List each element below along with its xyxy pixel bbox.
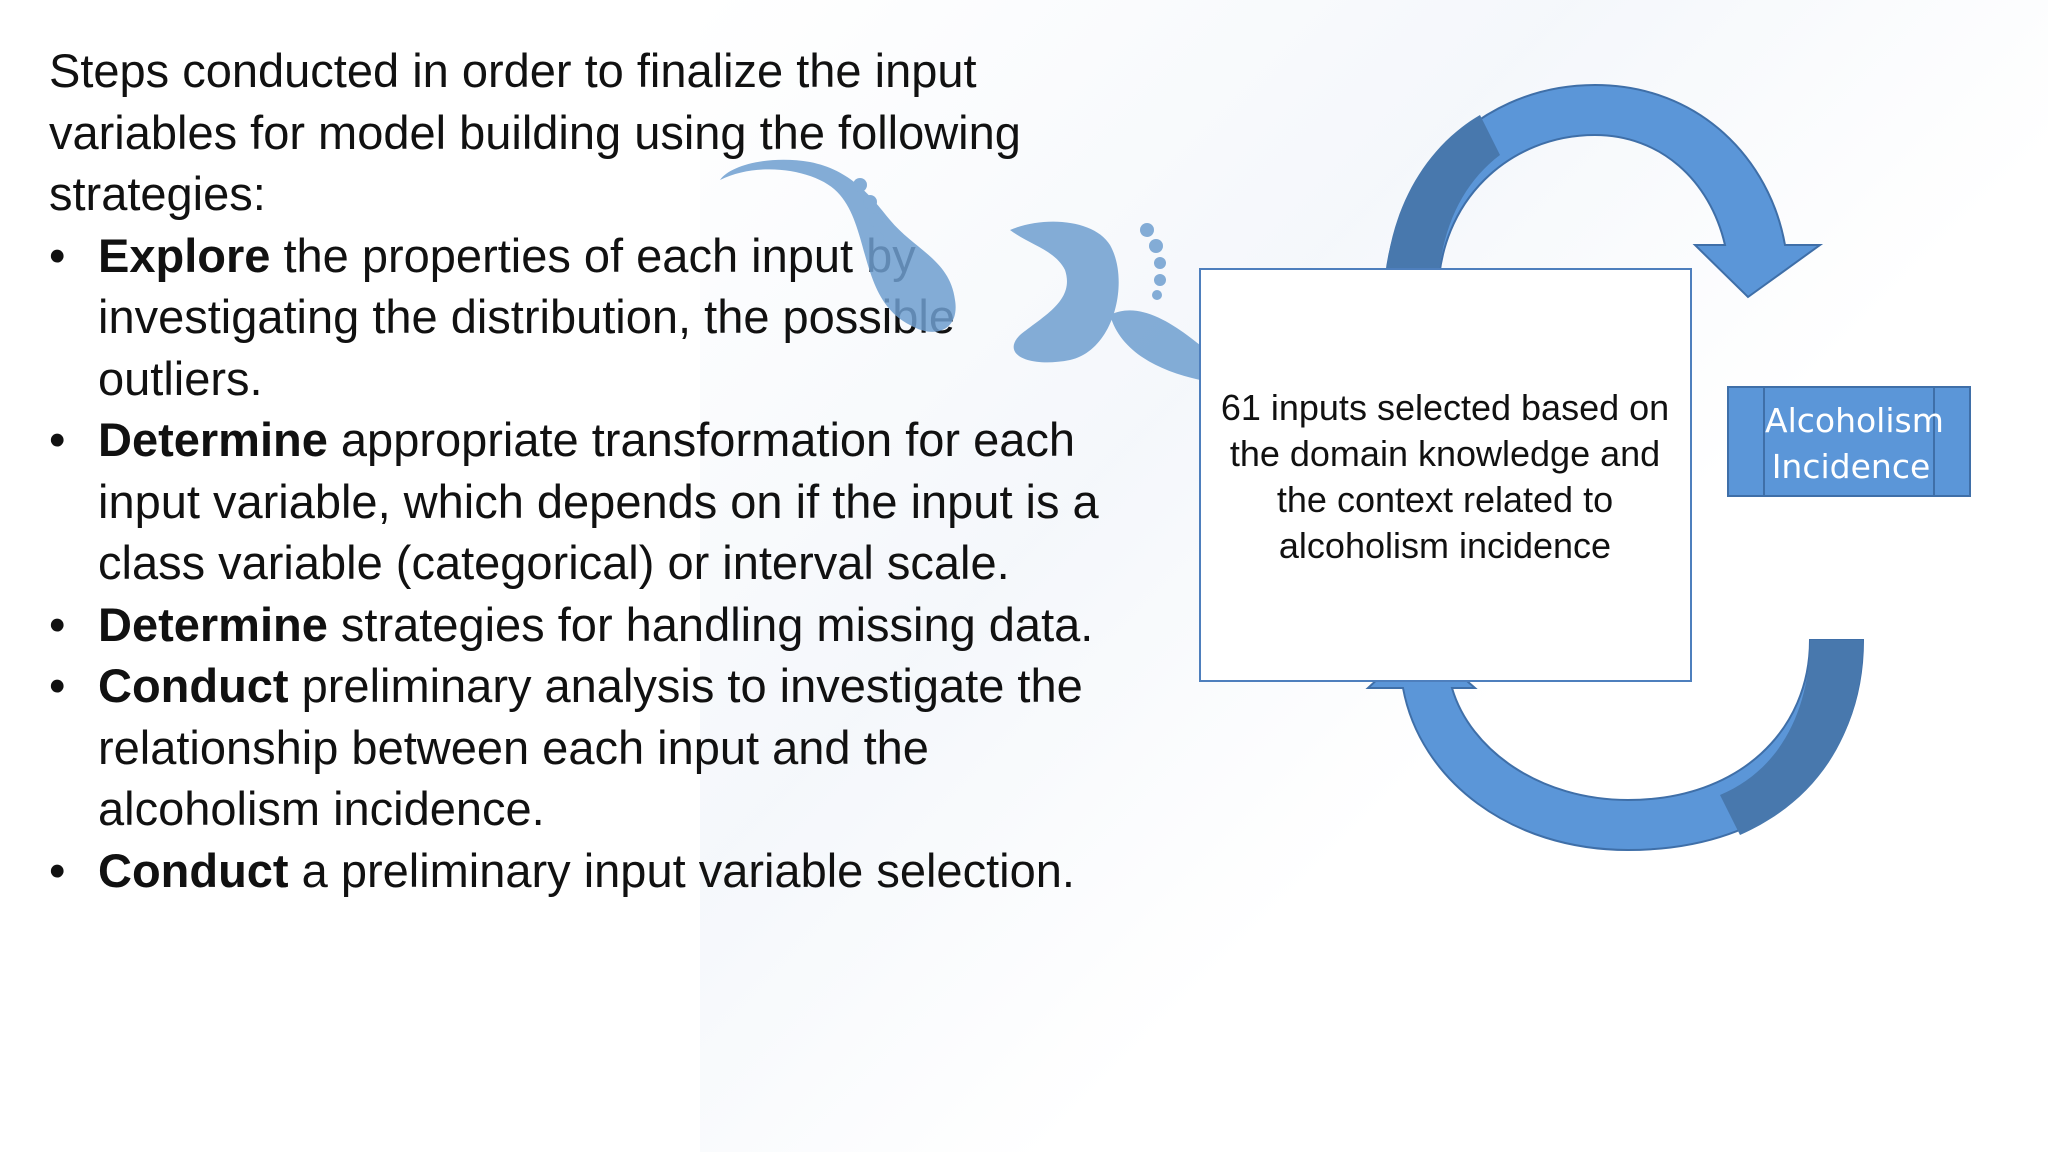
target-box-left-bar bbox=[1763, 388, 1765, 495]
bullet-glyph: • bbox=[49, 413, 66, 466]
bullet-text: appropriate transformation for each inpu… bbox=[98, 413, 1099, 589]
bullet-text: the properties of each input by investig… bbox=[98, 228, 955, 405]
list-item: • Conduct preliminary analysis to investi… bbox=[49, 655, 1099, 840]
intro-text: Steps conducted in order to finalize the… bbox=[49, 44, 1021, 220]
bullet-text: a preliminary input variable selection. bbox=[288, 843, 1075, 897]
input-box-text: 61 inputs selected based on the domain k… bbox=[1220, 387, 1670, 566]
bullet-glyph: • bbox=[49, 228, 66, 282]
bullet-keyword: Determine bbox=[98, 597, 328, 651]
footprint-1 bbox=[720, 159, 956, 332]
input-box bbox=[1199, 268, 1692, 682]
bullet-keyword: Determine bbox=[98, 413, 328, 466]
list-item: • Determine appropriate transformation fo… bbox=[49, 409, 1099, 594]
bullet-glyph: • bbox=[49, 597, 66, 651]
list-item: • Explore the properties of each input by… bbox=[49, 225, 1099, 410]
target-box: Alcoholism Incidence bbox=[1727, 386, 1971, 497]
strategy-list: • Explore the properties of each input by… bbox=[49, 225, 1099, 902]
list-item: • Conduct a preliminary input variable se… bbox=[49, 840, 1099, 902]
bullet-keyword: Conduct bbox=[98, 659, 289, 712]
target-label: Alcoholism Incidence bbox=[1765, 401, 1944, 486]
bullet-glyph: • bbox=[49, 843, 66, 897]
bullet-keyword: Conduct bbox=[98, 843, 289, 897]
bullet-keyword: Explore bbox=[98, 228, 271, 282]
cycle-arrow-icon bbox=[1365, 83, 1865, 852]
list-item: • Determine strategies for handling missi… bbox=[49, 594, 1099, 656]
bullet-glyph: • bbox=[49, 659, 66, 712]
text-block: Steps conducted in order to finalize the… bbox=[49, 40, 1099, 901]
footprint-2 bbox=[1010, 221, 1119, 363]
bullet-text: preliminary analysis to investigate the … bbox=[98, 659, 1083, 835]
target-box-right-bar bbox=[1933, 388, 1935, 495]
bullet-text: strategies for handling missing data. bbox=[327, 597, 1094, 651]
